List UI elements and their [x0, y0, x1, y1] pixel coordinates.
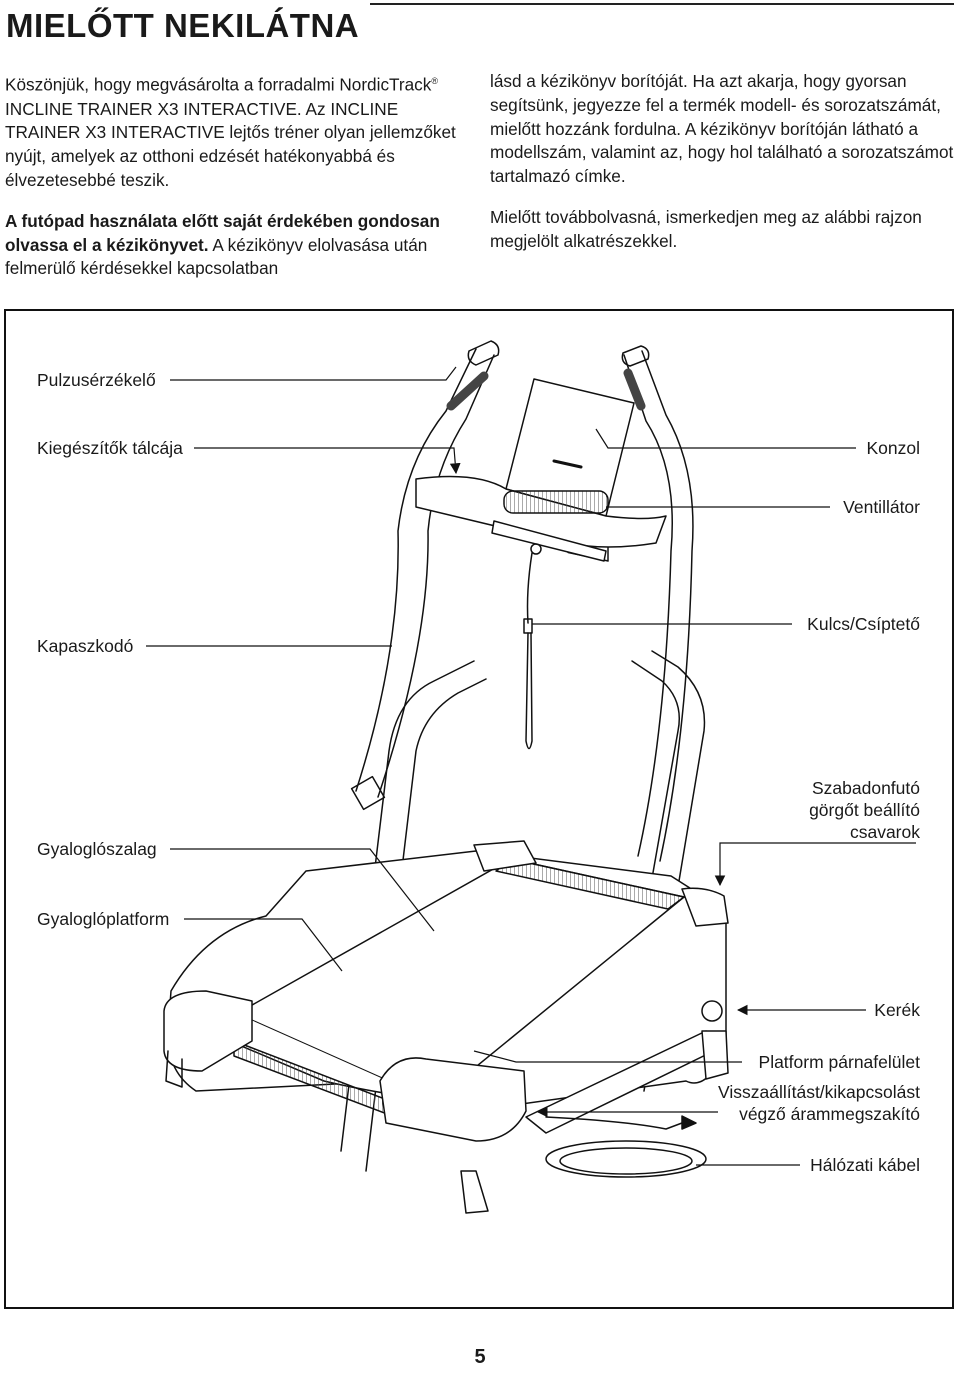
leader-walking-belt: [170, 848, 435, 932]
page-title: MIELŐTT NEKILÁTNA: [6, 7, 360, 44]
registered-mark: ®: [431, 76, 439, 86]
left-handrail: [355, 348, 477, 792]
label-key-clip: Kulcs/Csíptető: [807, 614, 920, 634]
label-power-cord: Hálózati kábel: [810, 1155, 920, 1175]
right-upright: [617, 660, 680, 1072]
wheel: [701, 1000, 723, 1022]
pulse-sensor-grip: [467, 340, 500, 366]
leader-accessory-tray: [194, 447, 461, 475]
fan-grille: [503, 490, 609, 514]
leader-platform-cushion: [473, 1050, 742, 1063]
label-fan: Ventillátor: [843, 497, 920, 517]
label-walking-belt: Gyaloglószalag: [37, 839, 157, 859]
right-handrail: [623, 354, 673, 857]
page-number: 5: [474, 1346, 486, 1368]
intro-right-column: lásd a kézikönyv borítóját. Ha azt akarj…: [490, 70, 955, 271]
leader-pulse-sensor: [170, 366, 457, 381]
title-rule: [370, 3, 954, 5]
label-walking-platform: Gyaloglóplatform: [37, 909, 170, 929]
treadmill-drawing: [146, 340, 916, 1214]
safety-cord: [526, 552, 533, 624]
label-idler-screws: Szabadonfutó görgőt beállító csavarok: [809, 778, 920, 842]
label-circuit-breaker: Visszaállítást/kikapcsolást végző áramme…: [718, 1082, 920, 1124]
label-wheel: Kerék: [874, 1000, 920, 1020]
leader-idler-screws: [714, 842, 916, 887]
intro-paragraph-1: Köszönjük, hogy megvásárolta a forradalm…: [5, 74, 456, 190]
leader-console: [595, 428, 856, 449]
intro-paragraph-3: lásd a kézikönyv borítóját. Ha azt akarj…: [490, 71, 954, 187]
label-pulse-sensor: Pulzusérzékelő: [37, 370, 156, 390]
intro-paragraph-2: A futópad használata előtt saját érdekéb…: [5, 210, 440, 279]
intro-paragraph-4: Mielőtt továbbolvasná, ismerkedjen meg a…: [490, 206, 922, 251]
warning-text: A futópad használata előtt saját érdekéb…: [5, 210, 440, 255]
intro-left-column: Köszönjük, hogy megvásárolta a forradalm…: [5, 70, 475, 298]
label-handrail: Kapaszkodó: [37, 636, 134, 656]
label-platform-cushion: Platform párnafelület: [758, 1052, 920, 1072]
treadmill-figure: Pulzusérzékelő Kiegészítők tálcája Konzo…: [4, 309, 954, 1309]
label-accessory-tray: Kiegészítők tálcája: [37, 438, 183, 458]
leader-walking-platform: [184, 918, 343, 972]
label-console: Konzol: [866, 438, 920, 458]
power-cord: [545, 1116, 683, 1130]
safety-key: [530, 543, 542, 555]
rear-end-cap-right: [379, 1057, 527, 1142]
